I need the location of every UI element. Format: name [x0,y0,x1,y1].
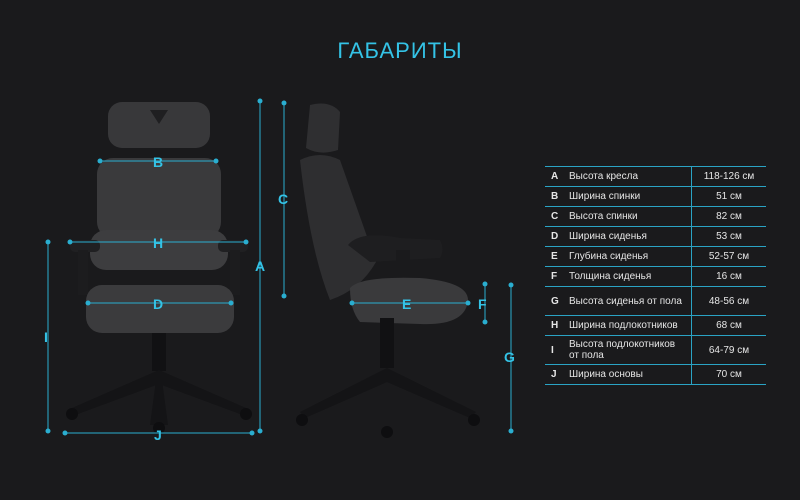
row-name: Высота спинки [565,206,692,227]
dimension-lines [45,98,514,436]
row-value: 64-79 см [691,335,766,365]
caster-wheel [153,422,165,434]
row-name: Ширина спинки [565,186,692,207]
table-row: G Высота сиденья от пола 48-56 см [545,286,766,316]
side-seat-shape [350,277,468,325]
marker-h: H [153,235,163,251]
row-value: 48-56 см [691,286,766,316]
side-gas-lift-shape [380,318,394,368]
row-key: B [545,186,565,207]
marker-g: G [504,349,515,365]
right-armrest-shape [218,240,248,252]
row-value: 51 см [691,186,766,207]
side-base-shape [300,368,476,418]
marker-f: F [478,296,487,312]
row-value: 52-57 см [691,246,766,267]
lumbar-shape [90,230,228,270]
marker-d: D [153,296,163,312]
table-row: B Ширина спинки 51 см [545,186,766,207]
row-key: H [545,315,565,336]
row-key: E [545,246,565,267]
table-row: H Ширина подлокотников 68 см [545,315,766,336]
chair-side-view [296,103,480,438]
row-value: 82 см [691,206,766,227]
row-name: Толщина сиденья [565,266,692,287]
side-armrest-shape [348,235,443,262]
side-backrest-shape [300,155,376,300]
marker-b: B [153,154,163,170]
marker-i: I [44,329,48,345]
base-shape [72,370,246,414]
row-key: J [545,364,565,385]
row-value: 118-126 см [691,166,766,187]
side-headrest-shape [306,103,340,153]
backrest-shape [97,158,221,238]
marker-c: C [278,191,288,207]
caster-wheel [66,408,78,420]
row-key: D [545,226,565,247]
marker-j: J [154,427,162,443]
table-row: F Толщина сиденья 16 см [545,266,766,287]
caster-wheel [240,408,252,420]
brand-logo-icon [150,110,168,124]
marker-a: A [255,258,265,274]
dimension-markers: B H D J I A C E F G [44,154,515,443]
row-name: Глубина сиденья [565,246,692,267]
row-value: 68 см [691,315,766,336]
marker-e: E [402,296,411,312]
row-key: C [545,206,565,227]
row-name: Высота сиденья от пола [565,286,692,316]
table-row: E Глубина сиденья 52-57 см [545,246,766,267]
seat-shape [86,285,234,333]
page-title: ГАБАРИТЫ [337,38,463,63]
row-name: Высота кресла [565,166,692,187]
row-value: 53 см [691,226,766,247]
table-row: D Ширина сиденья 53 см [545,226,766,247]
table-row: C Высота спинки 82 см [545,206,766,227]
table-row: J Ширина основы 70 см [545,364,766,385]
row-value: 16 см [691,266,766,287]
row-key: I [545,335,565,365]
left-armrest-shape [70,240,100,252]
row-name: Высота подлокотников от пола [565,335,692,365]
dimensions-table: A Высота кресла 118-126 см B Ширина спин… [545,166,766,385]
table-row: A Высота кресла 118-126 см [545,166,766,187]
row-key: A [545,166,565,187]
table-row: I Высота подлокотников от пола 64-79 см [545,335,766,365]
row-key: G [545,286,565,316]
row-name: Ширина сиденья [565,226,692,247]
gas-lift-shape [152,333,166,371]
row-name: Ширина основы [565,364,692,385]
row-key: F [545,266,565,287]
row-value: 70 см [691,364,766,385]
chair-front-view [66,102,252,434]
headrest-shape [108,102,210,148]
row-name: Ширина подлокотников [565,315,692,336]
